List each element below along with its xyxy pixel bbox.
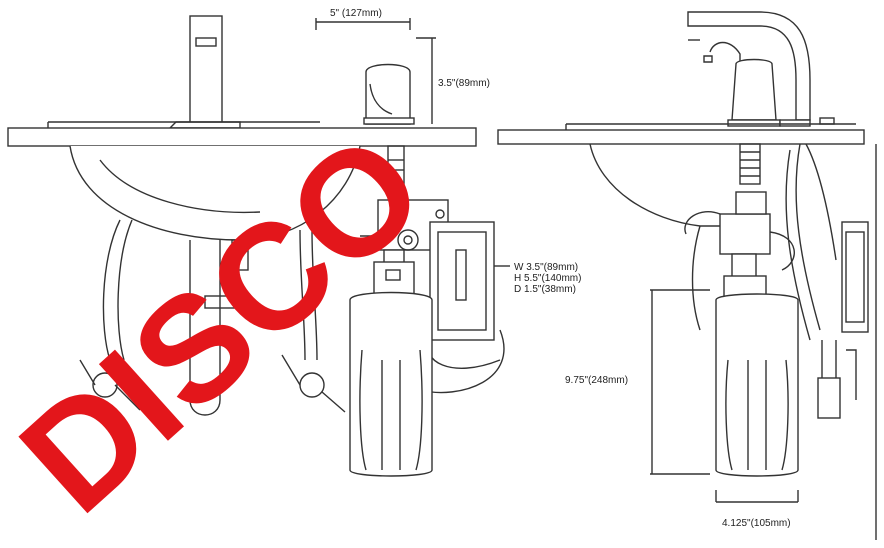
- box-depth-label: D 1.5"(38mm): [514, 284, 576, 295]
- tank-width-label: 4.125"(105mm): [722, 518, 791, 529]
- control-box: [429, 221, 495, 341]
- left-view: [7, 15, 510, 477]
- right-countertop: [497, 129, 865, 145]
- right-sink-basin: [589, 143, 701, 227]
- left-tank: [349, 291, 433, 477]
- left-countertop: [7, 127, 477, 147]
- right-solenoid: [719, 213, 771, 255]
- box-width-label: W 3.5"(89mm): [514, 262, 578, 273]
- box-height-label: H 5.5"(140mm): [514, 273, 581, 284]
- tank-height-label: 9.75"(248mm): [565, 375, 628, 386]
- sensor-spout: [365, 63, 411, 125]
- right-tank: [715, 293, 799, 477]
- left-shutoff-valve: [92, 372, 118, 398]
- spout-width-label: 5" (127mm): [330, 8, 382, 19]
- spout-height-label: 3.5"(89mm): [438, 78, 490, 89]
- right-shutoff-valve: [299, 372, 325, 398]
- right-view: [497, 11, 877, 540]
- left-faucet: [189, 15, 223, 129]
